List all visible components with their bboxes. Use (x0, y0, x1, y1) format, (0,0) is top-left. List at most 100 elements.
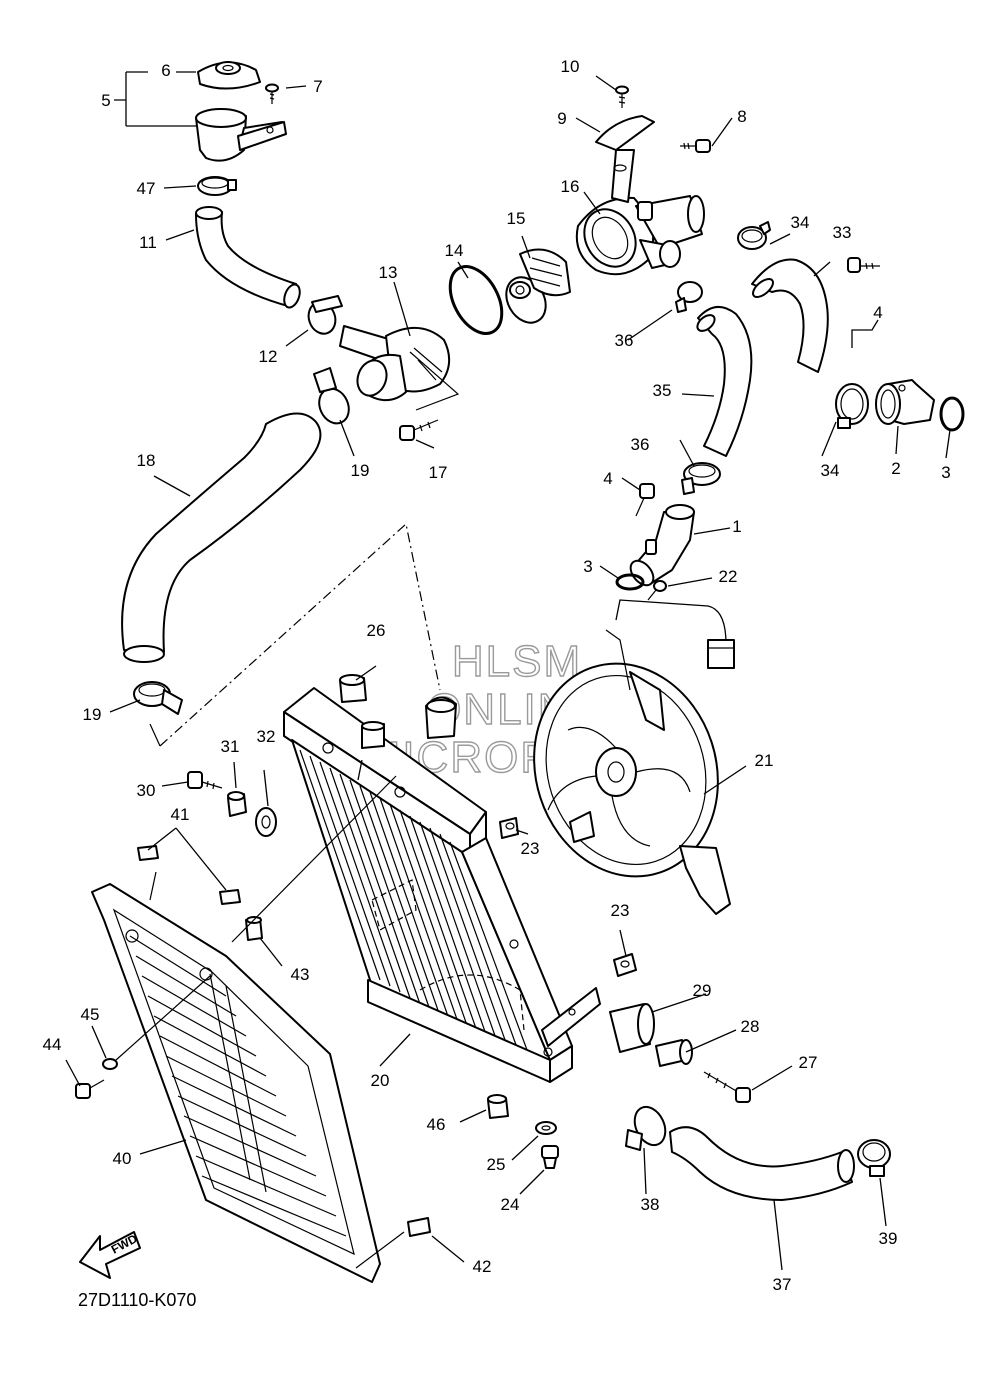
watermark-line-1: HLSM (452, 637, 582, 686)
bolt-22 (647, 580, 667, 601)
hose-clamp-36-lower (681, 462, 721, 495)
callout-37: 37 (773, 1275, 792, 1294)
callout-34-lower: 34 (821, 461, 840, 480)
callout-18: 18 (137, 451, 156, 470)
callout-31: 31 (221, 737, 240, 756)
callout-1: 1 (732, 517, 741, 536)
callout-36-upper: 36 (615, 331, 634, 350)
thermostat-housing-16 (575, 195, 705, 276)
hose-clamp-36-upper (675, 281, 703, 313)
damper-41-a (137, 845, 159, 861)
callout-23-upper: 23 (521, 839, 540, 858)
callout-30: 30 (137, 781, 156, 800)
callout-11: 11 (139, 233, 157, 252)
callout-4-left: 4 (603, 469, 612, 488)
o-ring-3-left (615, 573, 645, 591)
callout-42: 42 (473, 1257, 492, 1276)
collar-28 (655, 1039, 693, 1067)
callout-46: 46 (427, 1115, 446, 1134)
callout-6: 6 (161, 61, 170, 80)
collar-31 (227, 791, 247, 817)
callout-36-lower: 36 (631, 435, 650, 454)
radiator-bracket (541, 987, 601, 1047)
bracket-9 (595, 115, 655, 203)
bolt-23-lower (613, 953, 637, 977)
bolt-27 (703, 1071, 751, 1103)
hose-clamp-34-upper (737, 221, 771, 250)
callout-14: 14 (445, 241, 464, 260)
bolt-30 (187, 771, 223, 790)
callout-10: 10 (561, 57, 580, 76)
o-ring-3-right (939, 396, 965, 432)
cap-26 (339, 674, 367, 703)
callout-15: 15 (507, 209, 526, 228)
callout-labels: 1 2 3 3 4 4 5 6 7 8 9 10 11 12 13 14 15 … (43, 57, 951, 1294)
radiator-hose-18 (121, 412, 322, 663)
callout-22: 22 (719, 567, 738, 586)
radiator-hose-11 (195, 206, 301, 309)
callout-3-left: 3 (583, 557, 592, 576)
thermostat-cover-13 (339, 325, 451, 402)
callout-4-right: 4 (873, 303, 882, 322)
hose-clamp-38 (625, 1105, 667, 1151)
radiator-fins (299, 749, 531, 1059)
radiator-cover-40 (91, 883, 381, 1283)
callout-28: 28 (741, 1017, 760, 1036)
pipe-2 (875, 379, 935, 425)
callout-24: 24 (501, 1195, 520, 1214)
damper-42 (407, 1217, 431, 1237)
pipe-1 (629, 504, 695, 587)
callout-39: 39 (879, 1229, 898, 1248)
damper-46 (487, 1094, 509, 1119)
grommet-32 (255, 807, 277, 837)
callout-29: 29 (693, 981, 712, 1000)
callout-27: 27 (799, 1053, 818, 1072)
cover-alignment-lines (115, 775, 405, 1269)
callout-25: 25 (487, 1155, 506, 1174)
hose-clamp-39 (857, 1139, 891, 1177)
radiator-cap-assembly (195, 61, 287, 162)
callout-21: 21 (755, 751, 774, 770)
callout-3-right: 3 (941, 463, 950, 482)
callout-5: 5 (101, 91, 110, 110)
callout-33: 33 (833, 223, 852, 242)
hose-clamp-19-lower (133, 681, 183, 715)
callout-19-upper: 19 (351, 461, 370, 480)
bolt-4-lower (635, 483, 655, 517)
hose-clamp-34-lower (835, 383, 869, 429)
callout-7: 7 (313, 77, 322, 96)
callout-40: 40 (113, 1149, 132, 1168)
bolt-17 (399, 419, 439, 441)
callout-20: 20 (371, 1071, 390, 1090)
callout-19-lower: 19 (83, 705, 102, 724)
callout-34-upper: 34 (791, 213, 810, 232)
damper-41-b (219, 889, 241, 905)
diagram-code: 27D1110-K070 (78, 1290, 196, 1310)
callout-13: 13 (379, 263, 398, 282)
callout-26: 26 (367, 621, 386, 640)
o-ring-14 (448, 265, 504, 335)
washer-45 (102, 1058, 118, 1070)
callout-2: 2 (891, 459, 900, 478)
hose-clamp-19-upper (313, 367, 350, 425)
leader-lines (65, 71, 951, 1271)
callout-8: 8 (737, 107, 746, 126)
collar-29 (609, 1003, 655, 1053)
bolt-24 (541, 1145, 559, 1169)
radiator-hose-37 (669, 1126, 855, 1201)
callout-16: 16 (561, 177, 580, 196)
callout-32: 32 (257, 727, 276, 746)
bolt-44 (75, 1079, 105, 1099)
callout-45: 45 (81, 1005, 100, 1024)
hose-35 (696, 306, 753, 457)
callout-12: 12 (259, 347, 278, 366)
assembly-lines (149, 351, 460, 747)
fan-motor-21 (533, 599, 735, 915)
callout-38: 38 (641, 1195, 660, 1214)
callout-43: 43 (291, 965, 310, 984)
callout-17: 17 (429, 463, 448, 482)
callout-23-lower: 23 (611, 901, 630, 920)
washer-25 (535, 1121, 557, 1135)
bolt-10 (615, 85, 629, 108)
